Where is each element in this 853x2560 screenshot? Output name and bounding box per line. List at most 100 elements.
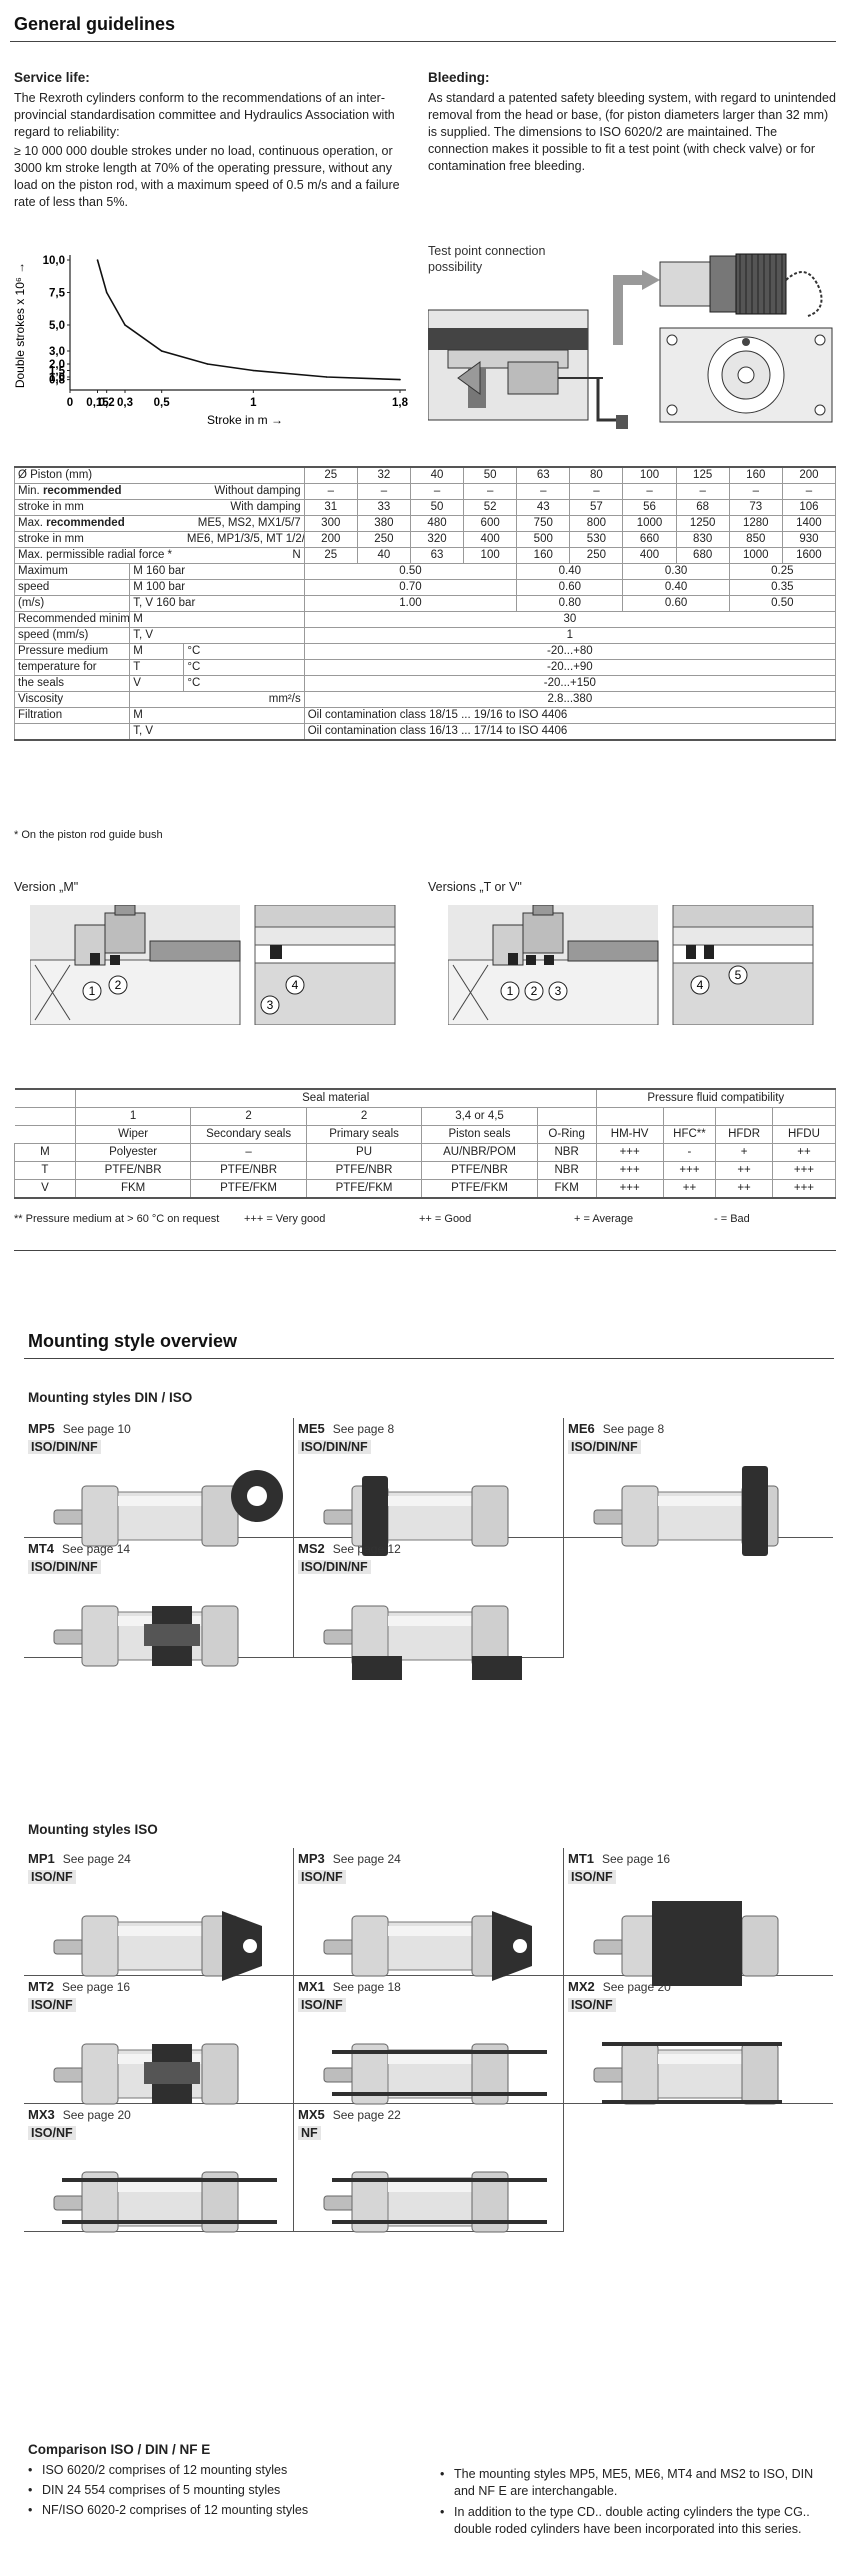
mounting-code: MX3	[28, 2107, 55, 2122]
table-cell: V	[14, 1179, 76, 1199]
table-cell: 73	[728, 499, 783, 516]
table-cell: 800	[569, 515, 624, 532]
mounting-code: MX1	[298, 1979, 325, 1994]
press-row-2: temperature for T °C -20...+90	[13, 659, 837, 676]
see-page: See page 8	[602, 1422, 665, 1436]
seal-col-header: Primary seals	[305, 1125, 423, 1144]
mounting-code: MP5	[28, 1421, 55, 1436]
speed-label-2: speed	[13, 579, 131, 596]
table-cell: +++	[771, 1179, 837, 1199]
min-rec-c: stroke in mm	[13, 499, 184, 516]
table-cell: 930	[781, 531, 837, 548]
see-page: See page 10	[62, 1422, 131, 1436]
mounting-code: ME5	[298, 1421, 325, 1436]
mounting-standard: ISO/DIN/NF	[568, 1440, 641, 1454]
piston-cell: 50	[463, 466, 518, 484]
max-rec-c: stroke in mm	[13, 531, 184, 548]
see-page: See page 16	[602, 1852, 671, 1866]
cylinder-illustration	[323, 1476, 509, 1556]
press-v: V	[129, 675, 185, 692]
table-cell: PTFE/FKM	[305, 1179, 423, 1199]
callout: 1	[507, 984, 514, 998]
see-page: See page 20	[62, 2108, 131, 2122]
recmin-label-1: Recommended minimum	[13, 611, 131, 628]
table-cell: 0.50	[303, 563, 518, 580]
table-cell: –	[516, 483, 571, 500]
table-cell: NBR	[536, 1161, 597, 1180]
filt-label: Filtration	[13, 707, 131, 724]
table-cell: 250	[356, 531, 411, 548]
table-cell: –	[728, 483, 783, 500]
fluid-compat-header: Pressure fluid compatibility	[595, 1088, 837, 1108]
table-cell: 600	[463, 515, 518, 532]
m100-label: M 100 bar	[129, 579, 305, 596]
callout: 3	[555, 984, 562, 998]
me5-label: ME5, MS2, MX1/5/7	[183, 515, 305, 532]
service-life-p1: The Rexroth cylinders conform to the rec…	[14, 91, 395, 139]
table-cell: 0.25	[728, 563, 837, 580]
table-cell: ++	[715, 1179, 773, 1199]
radial-label: Max. permissible radial force *	[13, 547, 184, 564]
seal-col-header: HM-HV	[595, 1125, 664, 1144]
data-point	[105, 291, 108, 294]
piston-cell: 40	[409, 466, 465, 484]
seal-footnote-b: +++ = Very good	[244, 1213, 326, 1225]
table-cell: 0.80	[516, 595, 624, 612]
cylinder-illustration	[593, 1466, 779, 1556]
press-label-1: Pressure medium	[13, 643, 131, 660]
table-cell: 52	[463, 499, 518, 516]
seal-col-header: HFDR	[715, 1125, 773, 1144]
press-m: M	[129, 643, 185, 660]
table-cell: 100	[463, 547, 518, 564]
table-cell: 0.60	[516, 579, 624, 596]
seal-row-m: M Polyester – PU AU/NBR/POM NBR +++ - + …	[14, 1143, 837, 1162]
table-cell: 660	[622, 531, 677, 548]
piston-cell: 125	[675, 466, 730, 484]
test-point-label: Test point connection possibility	[428, 244, 546, 274]
x-tick-label: 0,2	[99, 397, 115, 409]
m160-label: M 160 bar	[129, 563, 305, 580]
see-page: See page 12	[332, 1542, 401, 1556]
table-cell: ++	[771, 1143, 837, 1162]
table-cell: -20...+90	[303, 659, 837, 676]
seal-footnote-c: ++ = Good	[419, 1213, 472, 1225]
mounting-standard: ISO/NF	[568, 1870, 616, 1884]
test-point-fitting	[659, 253, 823, 317]
seal-bottom-rule	[14, 1250, 836, 1251]
cylinder-illustration	[53, 2043, 239, 2105]
mounting-standard: ISO/DIN/NF	[28, 1560, 101, 1574]
comparison-left-list: ISO 6020/2 comprises of 12 mounting styl…	[28, 2460, 428, 2520]
comparison-right-list: The mounting styles MP5, ME5, ME6, MT4 a…	[440, 2466, 835, 2538]
data-point	[252, 369, 255, 372]
min-stroke-row-1: Min. recommended Without damping – – – –…	[13, 483, 837, 500]
table-cell: PTFE/NBR	[421, 1161, 538, 1180]
list-item: In addition to the type CD.. double acti…	[440, 2504, 835, 2538]
arrow-icon	[613, 275, 643, 345]
comparison-title: Comparison ISO / DIN / NF E	[28, 2442, 211, 2457]
table-cell: 0.40	[622, 579, 730, 596]
mounting-rule	[24, 1358, 834, 1359]
table-cell: 25	[303, 547, 358, 564]
list-item: The mounting styles MP5, ME5, ME6, MT4 a…	[440, 2466, 835, 2500]
min-stroke-row-2: stroke in mm With damping 31 33 50 52 43…	[13, 499, 837, 516]
table-cell: 50	[409, 499, 465, 516]
table-cell: –	[303, 483, 358, 500]
seal-col-header: O-Ring	[536, 1125, 597, 1144]
table-cell: ++	[715, 1161, 773, 1180]
table-cell: +++	[662, 1161, 717, 1180]
din-iso-title: Mounting styles DIN / ISO	[28, 1390, 193, 1405]
x-tick-label: 1,8	[392, 397, 409, 409]
bleeding-illustration	[428, 253, 833, 429]
table-cell: PTFE/NBR	[190, 1161, 307, 1180]
press-unit: °C	[183, 659, 305, 676]
x-tick-label: 0	[67, 397, 73, 409]
cylinder-illustration	[323, 2043, 547, 2105]
table-cell: -20...+80	[303, 643, 837, 660]
